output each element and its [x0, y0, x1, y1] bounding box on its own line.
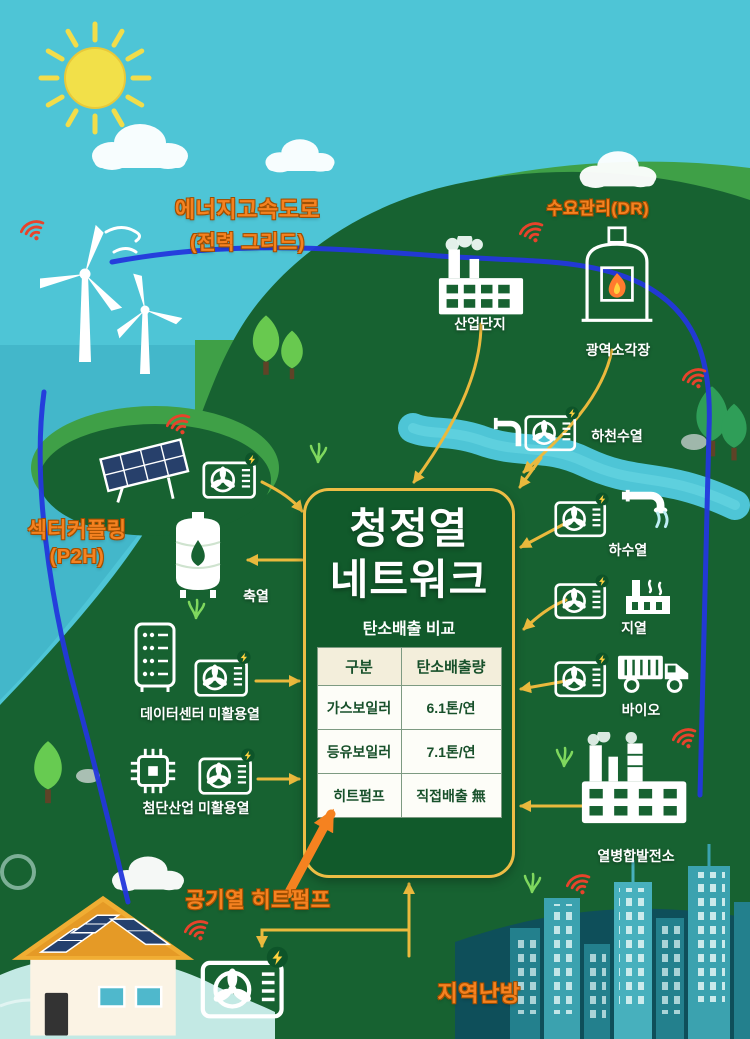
thermal-storage-tank-icon	[175, 512, 221, 598]
cloud-icon	[265, 139, 335, 173]
heat-pump-unit-icon	[198, 748, 255, 795]
sector-coupling-line1: 섹터커플링	[27, 519, 127, 542]
demand-response-callout: 수요관리(DR)	[546, 199, 650, 218]
clean-heat-network-panel: 청정열 네트워크 탄소배출 비교 구분 탄소배출량 가스보일러 6.1톤/연 등…	[303, 488, 515, 878]
river	[398, 413, 750, 520]
sewage-pipe-icon	[621, 489, 669, 529]
chp-plant-icon	[581, 732, 687, 824]
air-heat-pump-callout: 공기열 히트펌프	[185, 889, 331, 912]
bio-truck-icon	[617, 655, 689, 693]
heat-pump-unit-icon	[524, 406, 579, 452]
sector-coupling-callout: 섹터커플링 (P2H)	[6, 514, 148, 569]
solar-panel-icon	[99, 438, 190, 503]
advanced-industry-heat-label: 첨단산업 미활용열	[142, 800, 250, 816]
emissions-col-amount: 탄소배출량	[400, 647, 502, 687]
wifi-icon	[566, 874, 591, 895]
datacenter-heat-label: 데이터센터 미활용열	[140, 706, 260, 722]
sun-icon	[38, 21, 152, 135]
thermal-storage-label: 축열	[243, 588, 269, 604]
emissions-col-category: 구분	[316, 647, 402, 687]
heat-pump-unit-icon	[202, 452, 259, 499]
wifi-icon	[672, 728, 697, 749]
factory-icon	[438, 236, 524, 315]
geothermal-plant-icon	[626, 579, 670, 614]
lightning-bolt-badge	[595, 652, 609, 666]
district-heating-callout: 지역난방	[437, 981, 521, 1006]
heat-pump-unit-icon	[554, 492, 609, 538]
server-rack-icon	[134, 622, 176, 692]
geothermal-label: 지열	[621, 620, 647, 636]
cloud-icon	[92, 124, 188, 170]
heat-flow-arrows	[246, 322, 614, 958]
water-pipe-icon	[493, 417, 522, 447]
chp-plant-label: 열병합발전소	[597, 848, 675, 864]
incinerator-icon	[581, 226, 653, 322]
house-icon	[11, 895, 195, 1036]
energy-highway-line2: (전력 그리드)	[190, 232, 305, 254]
cloud-icon	[112, 856, 184, 891]
emissions-table: 구분 탄소배출량 가스보일러 6.1톤/연 등유보일러 7.1톤/연 히트펌프 …	[316, 647, 502, 819]
lightning-bolt-badge	[237, 650, 251, 665]
heat-pump-unit-icon	[554, 574, 609, 620]
row-name: 가스보일러	[316, 685, 402, 731]
lightning-bolt-badge	[595, 574, 609, 588]
incinerator-label: 광역소각장	[585, 342, 651, 358]
wifi-icon	[20, 220, 45, 241]
faded-sun-icon	[0, 854, 36, 890]
lightning-bolt-badge	[245, 452, 259, 467]
panel-title: 청정열 네트워크	[306, 503, 512, 605]
river-heat-label: 하천수열	[591, 428, 643, 444]
heat-pump-unit-icon	[554, 652, 609, 698]
lightning-bolt-badge	[595, 492, 609, 506]
emissions-header-row: 구분 탄소배출량	[316, 647, 502, 687]
bio-label: 바이오	[621, 702, 661, 718]
semiconductor-chip-icon	[130, 748, 176, 794]
cloud-icon	[579, 151, 657, 188]
sewage-heat-label: 하수열	[608, 542, 648, 558]
industrial-complex-label: 산업단지	[454, 316, 506, 332]
row-value: 7.1톤/연	[400, 729, 502, 775]
wifi-icon	[519, 222, 544, 243]
wifi-icon	[184, 920, 209, 941]
trees	[34, 315, 747, 804]
grass-tufts	[187, 442, 574, 894]
rock	[681, 434, 707, 450]
wifi-icon	[682, 368, 707, 389]
lightning-bolt-badge	[565, 406, 579, 420]
city-skyline	[455, 844, 750, 1039]
heat-pump-unit-icon	[194, 650, 251, 697]
power-grid-line	[37, 245, 712, 905]
row-value: 직접배출 無	[400, 773, 502, 819]
wind-swirl-icon	[104, 226, 141, 254]
sector-coupling-line2: (P2H)	[49, 546, 105, 568]
heat-pump-unit-icon	[200, 946, 288, 1019]
panel-title-line2: 네트워크	[329, 556, 489, 604]
wind-turbine-icon	[40, 224, 183, 374]
lightning-bolt-badge	[241, 748, 255, 763]
emissions-table-title: 탄소배출 비교	[362, 621, 456, 639]
wifi-icon	[166, 414, 191, 435]
energy-highway-line1: 에너지고속도로	[174, 197, 321, 222]
panel-title-line1: 청정열	[349, 505, 469, 552]
energy-highway-callout: 에너지고속도로 (전력 그리드)	[140, 192, 355, 255]
lightning-bolt-badge	[266, 946, 288, 968]
emissions-row-heat-pump: 히트펌프 직접배출 無	[316, 773, 502, 819]
